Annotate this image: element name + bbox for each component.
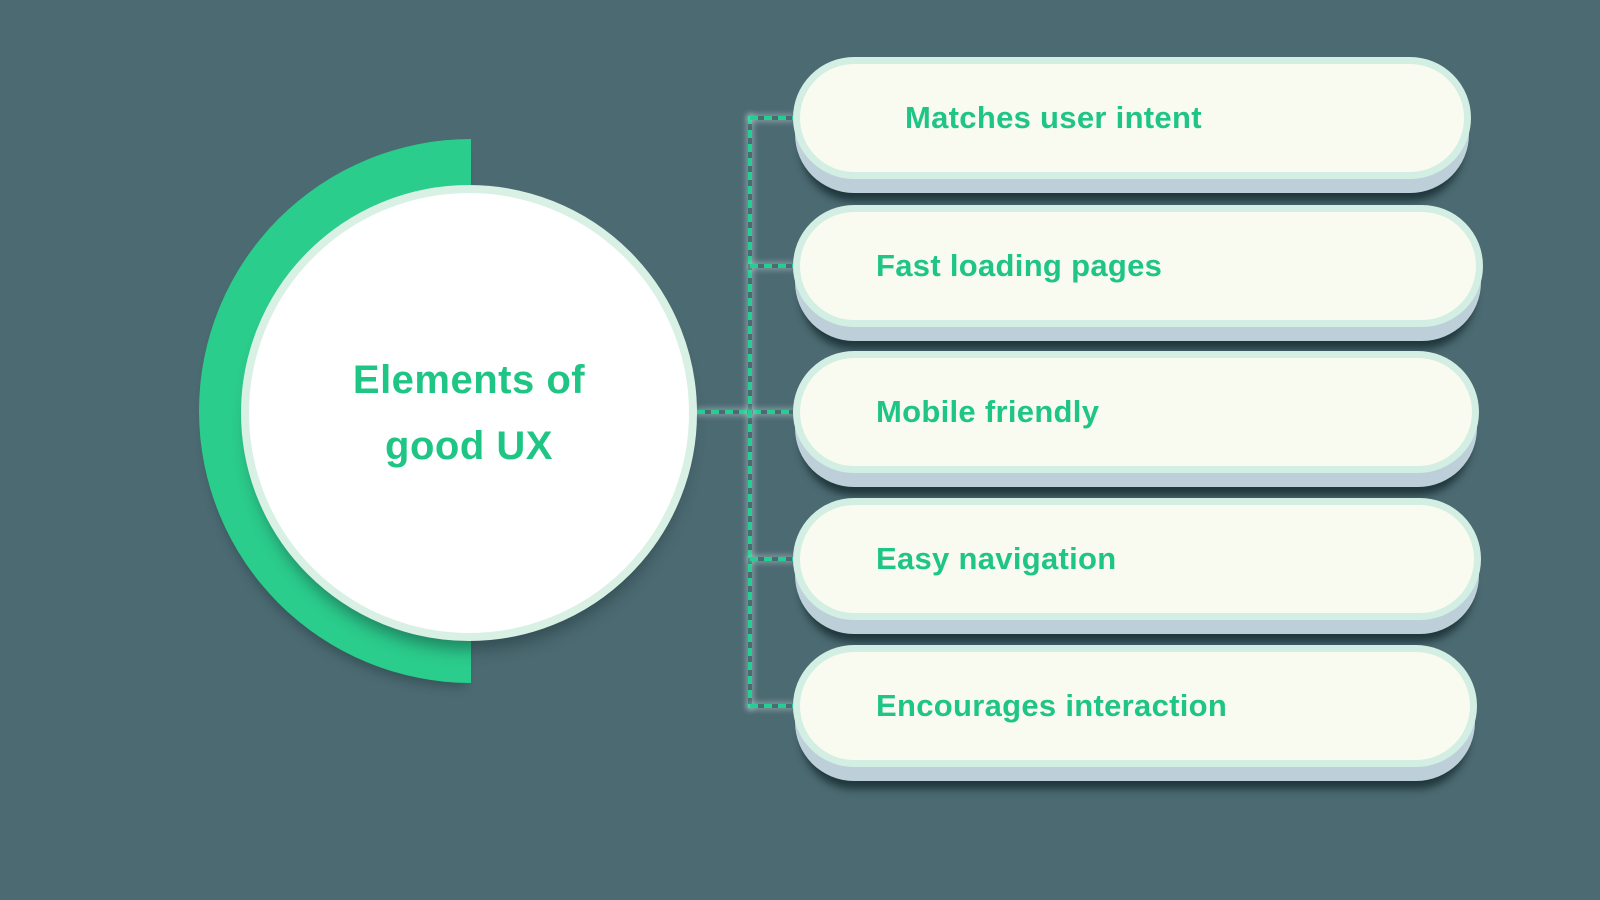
item-pill-mobile-friendly: Mobile friendly xyxy=(793,351,1479,473)
item-pill-encourages-interaction: Encourages interaction xyxy=(793,645,1477,767)
connector-trunk xyxy=(748,116,752,708)
item-label: Mobile friendly xyxy=(876,394,1100,429)
connector-branch-4 xyxy=(750,557,793,561)
connector-branch-5 xyxy=(750,704,793,708)
diagram-title: Elements of good UX xyxy=(249,193,689,633)
item-label: Fast loading pages xyxy=(876,248,1163,283)
item-label: Encourages interaction xyxy=(876,688,1228,723)
connector-stem xyxy=(697,410,793,414)
connector-branch-1 xyxy=(750,116,793,120)
item-pill-easy-navigation: Easy navigation xyxy=(793,498,1481,620)
connector-branch-2 xyxy=(750,264,793,268)
item-label: Matches user intent xyxy=(905,100,1202,135)
diagram-title-line1: Elements of xyxy=(352,358,586,402)
item-pill-fast-loading-pages: Fast loading pages xyxy=(793,205,1483,327)
diagram-title-line2: good UX xyxy=(385,424,553,468)
item-label: Easy navigation xyxy=(876,541,1117,576)
central-topic-circle: Elements of good UX xyxy=(241,185,697,641)
item-pill-matches-user-intent: Matches user intent xyxy=(793,57,1471,179)
